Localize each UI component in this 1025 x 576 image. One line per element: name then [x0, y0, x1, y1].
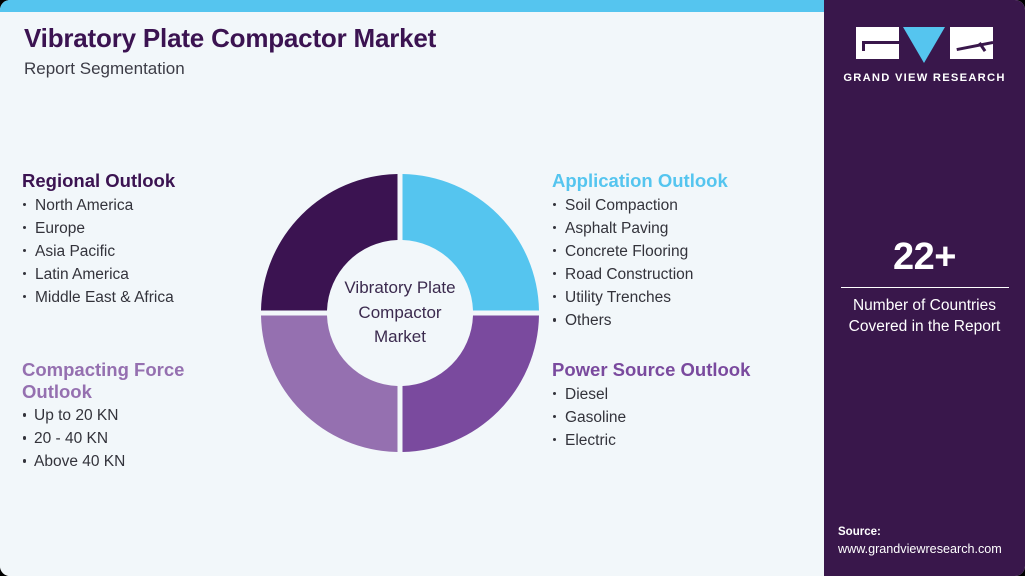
segment-heading-compacting-force: Compacting Force Outlook	[22, 359, 185, 402]
list-item: North America	[22, 194, 272, 217]
segment-list-application: Soil Compaction Asphalt Paving Concrete …	[552, 194, 812, 333]
logo-v-triangle-icon	[903, 27, 946, 63]
segment-compacting-force-outlook: Compacting Force Outlook Up to 20 KN 20 …	[22, 359, 252, 474]
bullet-icon	[23, 248, 27, 253]
source-url[interactable]: www.grandviewresearch.com	[838, 542, 1002, 556]
list-item-label: Gasoline	[565, 408, 627, 426]
list-item: Europe	[22, 217, 272, 240]
source-block: Source: www.grandviewresearch.com	[838, 524, 1024, 558]
bullet-icon	[553, 295, 557, 299]
logo-g-stub	[862, 41, 865, 51]
list-item: Up to 20 KN	[22, 404, 252, 427]
list-item: Utility Trenches	[552, 286, 812, 309]
list-item-label: Concrete Flooring	[565, 242, 689, 260]
list-item-label: Road Construction	[565, 265, 694, 283]
list-item-label: Utility Trenches	[565, 289, 671, 307]
bullet-icon	[23, 413, 27, 417]
country-count-stat: 22+ Number of Countries Covered in the R…	[824, 236, 1025, 338]
donut-slice-power-source	[402, 315, 539, 452]
donut-slice-application	[402, 174, 539, 311]
list-item-label: Others	[565, 312, 612, 330]
list-item-label: Europe	[35, 219, 85, 237]
list-item-label: Above 40 KN	[34, 453, 126, 471]
list-item: Concrete Flooring	[552, 240, 812, 263]
donut-slice-regional	[261, 174, 398, 311]
bullet-icon	[553, 202, 557, 207]
list-item: Above 40 KN	[22, 450, 252, 473]
list-item-label: Diesel	[565, 385, 609, 403]
stat-divider	[840, 286, 1009, 289]
list-item: Asphalt Paving	[552, 217, 812, 240]
logo-r-bar	[956, 41, 993, 51]
logo-wordmark: GRAND VIEW RESEARCH	[843, 72, 1006, 84]
list-item: Latin America	[22, 263, 272, 286]
brand-side-panel: GRAND VIEW RESEARCH 22+ Number of Countr…	[824, 0, 1025, 576]
logo-g-bar	[862, 41, 899, 44]
bullet-icon	[23, 436, 27, 440]
list-item: 20 - 40 KN	[22, 427, 252, 450]
list-item: Electric	[552, 429, 812, 452]
list-item-label: Asia Pacific	[35, 242, 116, 260]
segment-heading-power-source: Power Source Outlook	[552, 359, 751, 380]
list-item-label: North America	[35, 196, 134, 214]
stat-caption: Number of Countries Covered in the Repor…	[824, 296, 1025, 338]
list-item: Soil Compaction	[552, 194, 812, 217]
title-block: Vibratory Plate Compactor Market Report …	[24, 23, 784, 79]
bullet-icon	[23, 459, 27, 463]
logo-g-icon	[856, 27, 899, 59]
bullet-icon	[553, 437, 557, 442]
segmentation-donut-chart: Vibratory Plate Compactor Market	[257, 170, 543, 456]
list-item: Asia Pacific	[22, 240, 272, 263]
bullet-icon	[23, 271, 27, 276]
bullet-icon	[23, 225, 27, 230]
list-item: Road Construction	[552, 263, 812, 286]
segment-power-source-outlook: Power Source Outlook Diesel Gasoline Ele…	[552, 359, 812, 452]
segment-regional-outlook: Regional Outlook North America Europe As…	[22, 170, 272, 309]
segment-heading-application: Application Outlook	[552, 170, 728, 191]
list-item-label: Up to 20 KN	[34, 407, 119, 425]
list-item-label: Latin America	[35, 265, 129, 283]
bullet-icon	[553, 391, 557, 396]
bullet-icon	[553, 271, 557, 276]
list-item: Middle East & Africa	[22, 286, 272, 309]
brand-logo: GRAND VIEW RESEARCH	[824, 27, 1025, 84]
logo-r-icon	[950, 27, 993, 59]
segment-list-compacting-force: Up to 20 KN 20 - 40 KN Above 40 KN	[22, 404, 252, 473]
donut-slice-compacting-force	[261, 315, 398, 452]
list-item-label: Asphalt Paving	[565, 219, 669, 237]
segment-list-power-source: Diesel Gasoline Electric	[552, 383, 812, 452]
list-item-label: Electric	[565, 431, 616, 449]
bullet-icon	[23, 202, 27, 207]
bullet-icon	[23, 295, 27, 299]
segment-heading-regional: Regional Outlook	[22, 170, 176, 191]
list-item-label: Middle East & Africa	[35, 289, 174, 307]
list-item: Diesel	[552, 383, 812, 406]
stat-value: 22+	[893, 236, 956, 278]
logo-marks	[824, 27, 1025, 63]
donut-svg	[261, 174, 539, 452]
segment-list-regional: North America Europe Asia Pacific Latin …	[22, 194, 272, 309]
bullet-icon	[553, 318, 557, 322]
main-content-area: Vibratory Plate Compactor Market Report …	[0, 12, 824, 576]
top-accent-bar	[0, 0, 824, 12]
segment-application-outlook: Application Outlook Soil Compaction Asph…	[552, 170, 812, 332]
source-label: Source:	[838, 526, 881, 539]
list-item-label: Soil Compaction	[565, 196, 678, 214]
stat-caption-line-2: Covered in the Report	[848, 318, 1001, 336]
page-title: Vibratory Plate Compactor Market	[24, 23, 437, 53]
list-item-label: 20 - 40 KN	[34, 430, 109, 448]
bullet-icon	[553, 248, 557, 253]
list-item: Others	[552, 309, 812, 332]
page-subtitle: Report Segmentation	[24, 58, 185, 78]
stat-caption-line-1: Number of Countries	[852, 297, 996, 315]
bullet-icon	[553, 414, 557, 419]
list-item: Gasoline	[552, 406, 812, 429]
bullet-icon	[553, 225, 557, 230]
